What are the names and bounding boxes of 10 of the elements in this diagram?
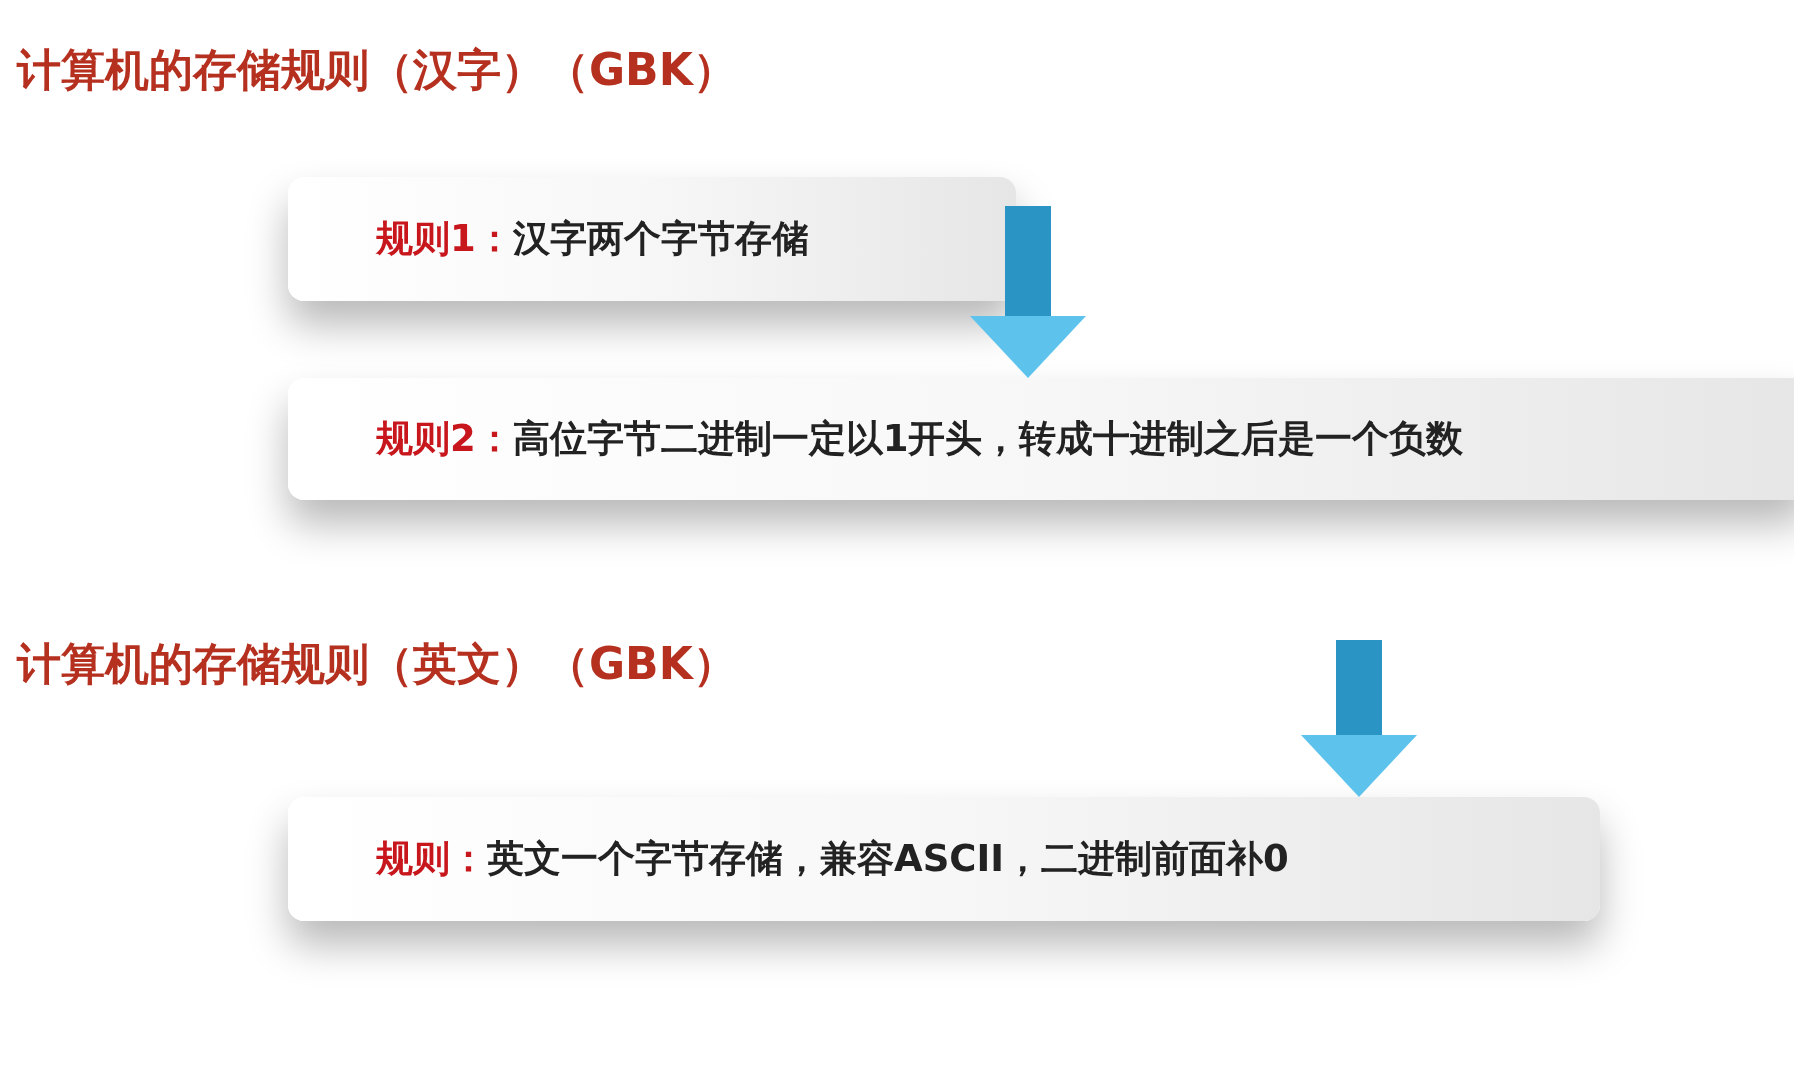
arrow xyxy=(970,206,1086,378)
rule-label: 规则1： xyxy=(376,216,513,263)
arrow xyxy=(1301,640,1417,797)
section-heading: 计算机的存储规则（汉字）（GBK） xyxy=(17,43,737,97)
section-heading: 计算机的存储规则（英文）（GBK） xyxy=(17,637,737,691)
rule-label: 规则： xyxy=(376,836,487,883)
rule-text: 高位字节二进制一定以1开头，转成十进制之后是一个负数 xyxy=(512,416,1464,463)
rule-label: 规则2： xyxy=(376,416,513,463)
rule-text: 英文一个字节存储，兼容ASCII，二进制前面补0 xyxy=(487,836,1289,883)
rule-text: 汉字两个字节存储 xyxy=(512,216,809,263)
